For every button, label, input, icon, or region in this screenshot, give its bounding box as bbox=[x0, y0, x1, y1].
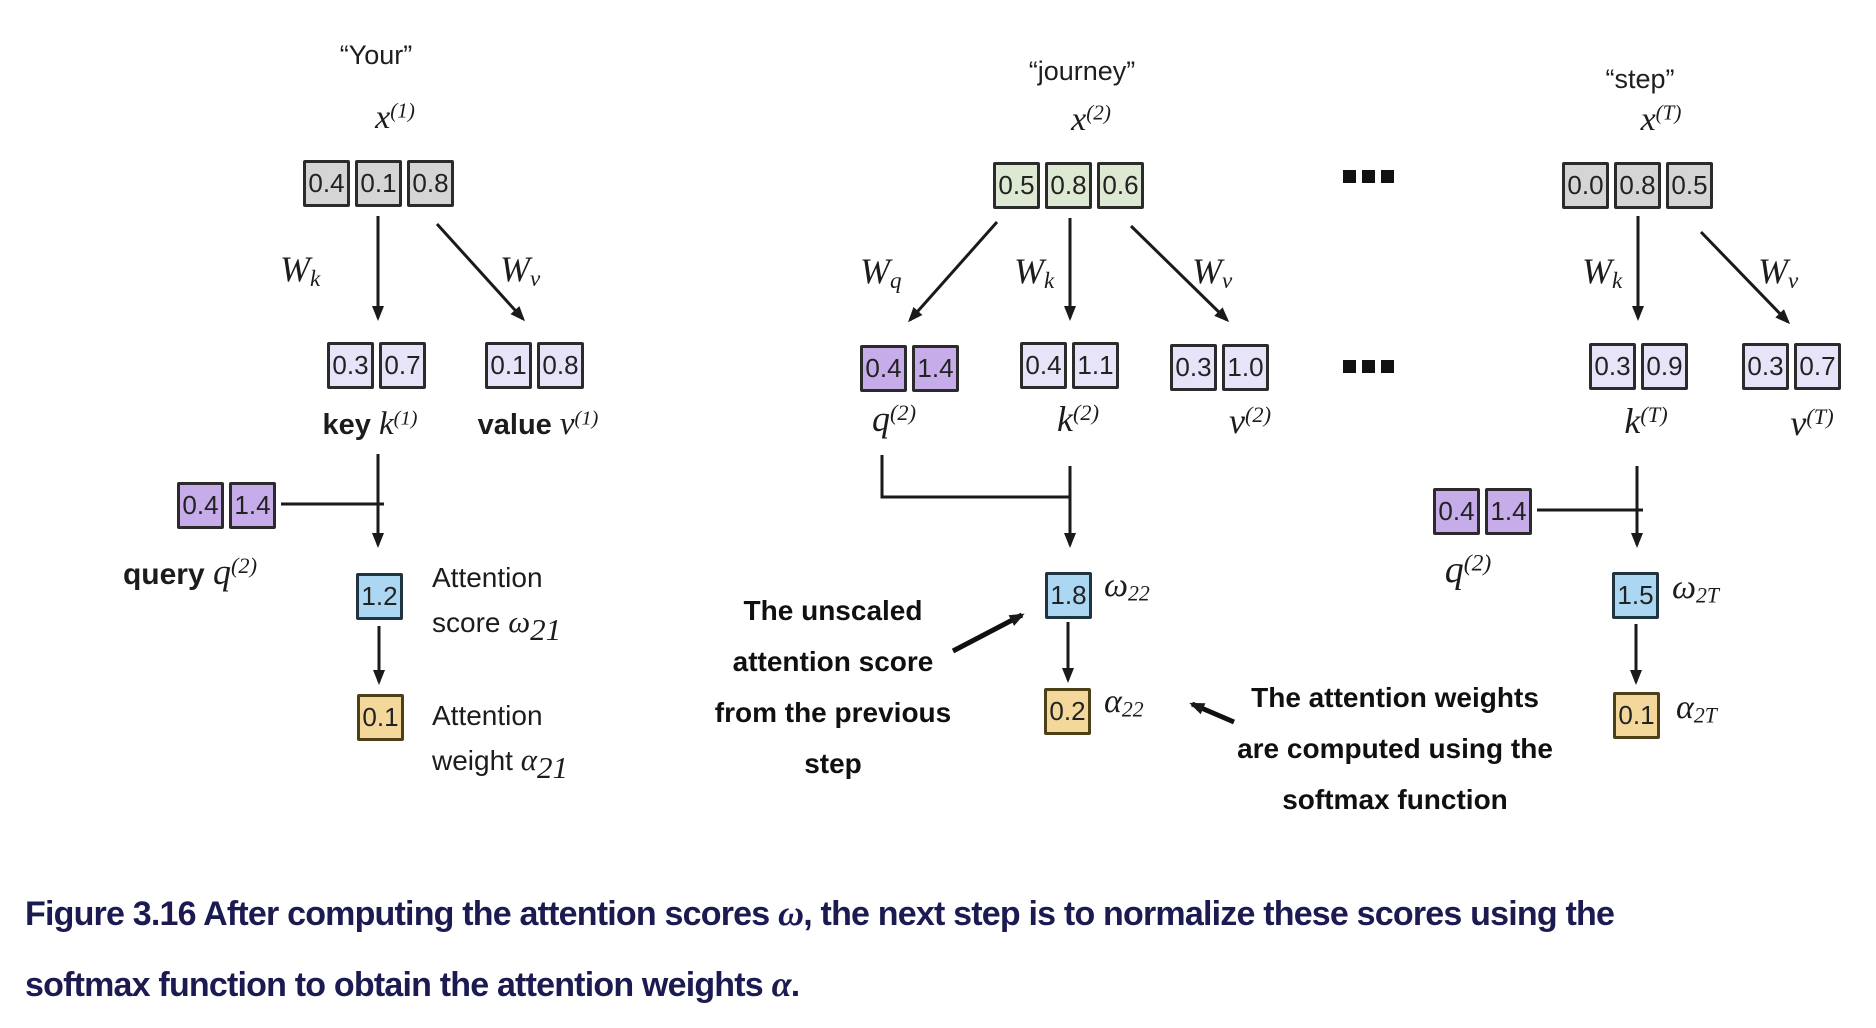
attention-score-cell-w22: 1.8 bbox=[1045, 572, 1092, 619]
attention-score-label-col1: Attention score ω21 bbox=[432, 562, 562, 647]
attention-score-cell-w2T: 1.5 bbox=[1612, 572, 1659, 619]
kT-label: k(T) bbox=[1624, 401, 1668, 441]
vector-cell: 0.4 bbox=[177, 482, 224, 529]
attention-weight-cell-a2T: 0.1 bbox=[1613, 692, 1660, 739]
attention-score-cell-w21: 1.2 bbox=[356, 573, 403, 620]
vector-cell: 0.4 bbox=[860, 345, 907, 392]
vector-cell: 0.5 bbox=[993, 162, 1040, 209]
vector-cell: 0.3 bbox=[327, 342, 374, 389]
token-label-step: “step” bbox=[1605, 64, 1675, 94]
vector-cell: 1.4 bbox=[229, 482, 276, 529]
weight-matrix-label-wq-col2: Wq bbox=[860, 251, 902, 293]
vector-cell: 1.4 bbox=[1485, 488, 1532, 535]
weight-matrix-label-wk-col3: Wk bbox=[1582, 251, 1623, 293]
caption-line-2: softmax function to obtain the attention… bbox=[25, 964, 800, 1004]
weight-matrix-label-wv-col2: Wv bbox=[1192, 251, 1233, 293]
vector-cell: 0.9 bbox=[1641, 343, 1688, 390]
query-vector-q2-col1: 0.4 1.4 bbox=[177, 482, 276, 529]
key-vector-label: key k(1) bbox=[322, 406, 418, 442]
ellipsis-dots-top bbox=[1343, 170, 1394, 183]
vector-cell: 0.4 bbox=[1433, 488, 1480, 535]
vector-cell: 0.8 bbox=[1614, 162, 1661, 209]
query-vector-q2-col2: 0.4 1.4 bbox=[860, 345, 959, 392]
weight-matrix-label-wk-col1: Wk bbox=[280, 249, 321, 291]
attention-weight-label-col1: Attention weight α21 bbox=[432, 700, 568, 785]
figure-caption: Figure 3.16 After computing the attentio… bbox=[25, 878, 1855, 1020]
vector-cell: 0.3 bbox=[1170, 344, 1217, 391]
query-vector-label: query q(2) bbox=[122, 552, 258, 592]
vector-cell: 0.0 bbox=[1562, 162, 1609, 209]
vector-cell: 0.6 bbox=[1097, 162, 1144, 209]
alpha-22-label: α22 bbox=[1104, 683, 1144, 722]
vector-cell: 0.5 bbox=[1666, 162, 1713, 209]
alpha-2T-label: α2T bbox=[1676, 689, 1717, 728]
token-label-journey: “journey” bbox=[1028, 56, 1136, 86]
vector-cell: 0.8 bbox=[407, 160, 454, 207]
key-vector-k2: 0.4 1.1 bbox=[1020, 342, 1119, 389]
vector-cell: 0.8 bbox=[1045, 162, 1092, 209]
token-label-your: “Your” bbox=[339, 40, 413, 70]
omega-22-label: ω22 bbox=[1104, 567, 1150, 606]
omega-2T-label: ω2T bbox=[1672, 569, 1719, 608]
k2-label: k(2) bbox=[1056, 399, 1100, 439]
vector-cell: 0.7 bbox=[379, 342, 426, 389]
embedding-vector-xT: 0.0 0.8 0.5 bbox=[1562, 162, 1713, 209]
annotation-softmax: The attention weights are computed using… bbox=[1237, 682, 1553, 815]
attention-weight-cell-a22: 0.2 bbox=[1044, 688, 1091, 735]
embedding-label-x1: x(1) bbox=[375, 98, 415, 137]
embedding-vector-x1: 0.4 0.1 0.8 bbox=[303, 160, 454, 207]
vector-cell: 0.1 bbox=[355, 160, 402, 207]
q2-label: q(2) bbox=[871, 399, 917, 439]
vT-label: v(T) bbox=[1790, 403, 1834, 443]
vector-cell: 0.4 bbox=[1020, 342, 1067, 389]
vector-cell: 0.1 bbox=[485, 342, 532, 389]
value-vector-v1: 0.1 0.8 bbox=[485, 342, 584, 389]
weight-matrix-label-wk-col2: Wk bbox=[1014, 251, 1055, 293]
annotation-unscaled-score: The unscaled attention score from the pr… bbox=[714, 595, 952, 779]
key-vector-k1: 0.3 0.7 bbox=[327, 342, 426, 389]
value-vector-vT: 0.3 0.7 bbox=[1742, 343, 1841, 390]
vector-cell: 1.1 bbox=[1072, 342, 1119, 389]
v2-label: v(2) bbox=[1228, 401, 1272, 441]
attention-weight-cell-a21: 0.1 bbox=[357, 694, 404, 741]
weight-matrix-label-wv-col1: Wv bbox=[500, 249, 541, 291]
vector-cell: 0.3 bbox=[1742, 343, 1789, 390]
caption-line-1: Figure 3.16 After computing the attentio… bbox=[25, 893, 1615, 933]
vector-cell: 1.0 bbox=[1222, 344, 1269, 391]
q2-label-col3: q(2) bbox=[1444, 549, 1492, 591]
embedding-label-x2: x(2) bbox=[1071, 100, 1111, 139]
vector-cell: 0.3 bbox=[1589, 343, 1636, 390]
weight-matrix-label-wv-col3: Wv bbox=[1758, 251, 1799, 293]
vector-cell: 0.8 bbox=[537, 342, 584, 389]
value-vector-label: value v(1) bbox=[477, 406, 599, 442]
embedding-label-xT: x(T) bbox=[1640, 100, 1682, 139]
query-vector-q2-col3: 0.4 1.4 bbox=[1433, 488, 1532, 535]
key-vector-kT: 0.3 0.9 bbox=[1589, 343, 1688, 390]
value-vector-v2: 0.3 1.0 bbox=[1170, 344, 1269, 391]
vector-cell: 0.4 bbox=[303, 160, 350, 207]
ellipsis-dots-middle bbox=[1343, 360, 1394, 373]
line-q-to-k-col2 bbox=[880, 455, 1070, 499]
arrow-wq-col2 bbox=[908, 221, 999, 323]
vector-cell: 0.7 bbox=[1794, 343, 1841, 390]
embedding-vector-x2: 0.5 0.8 0.6 bbox=[993, 162, 1144, 209]
vector-cell: 1.4 bbox=[912, 345, 959, 392]
